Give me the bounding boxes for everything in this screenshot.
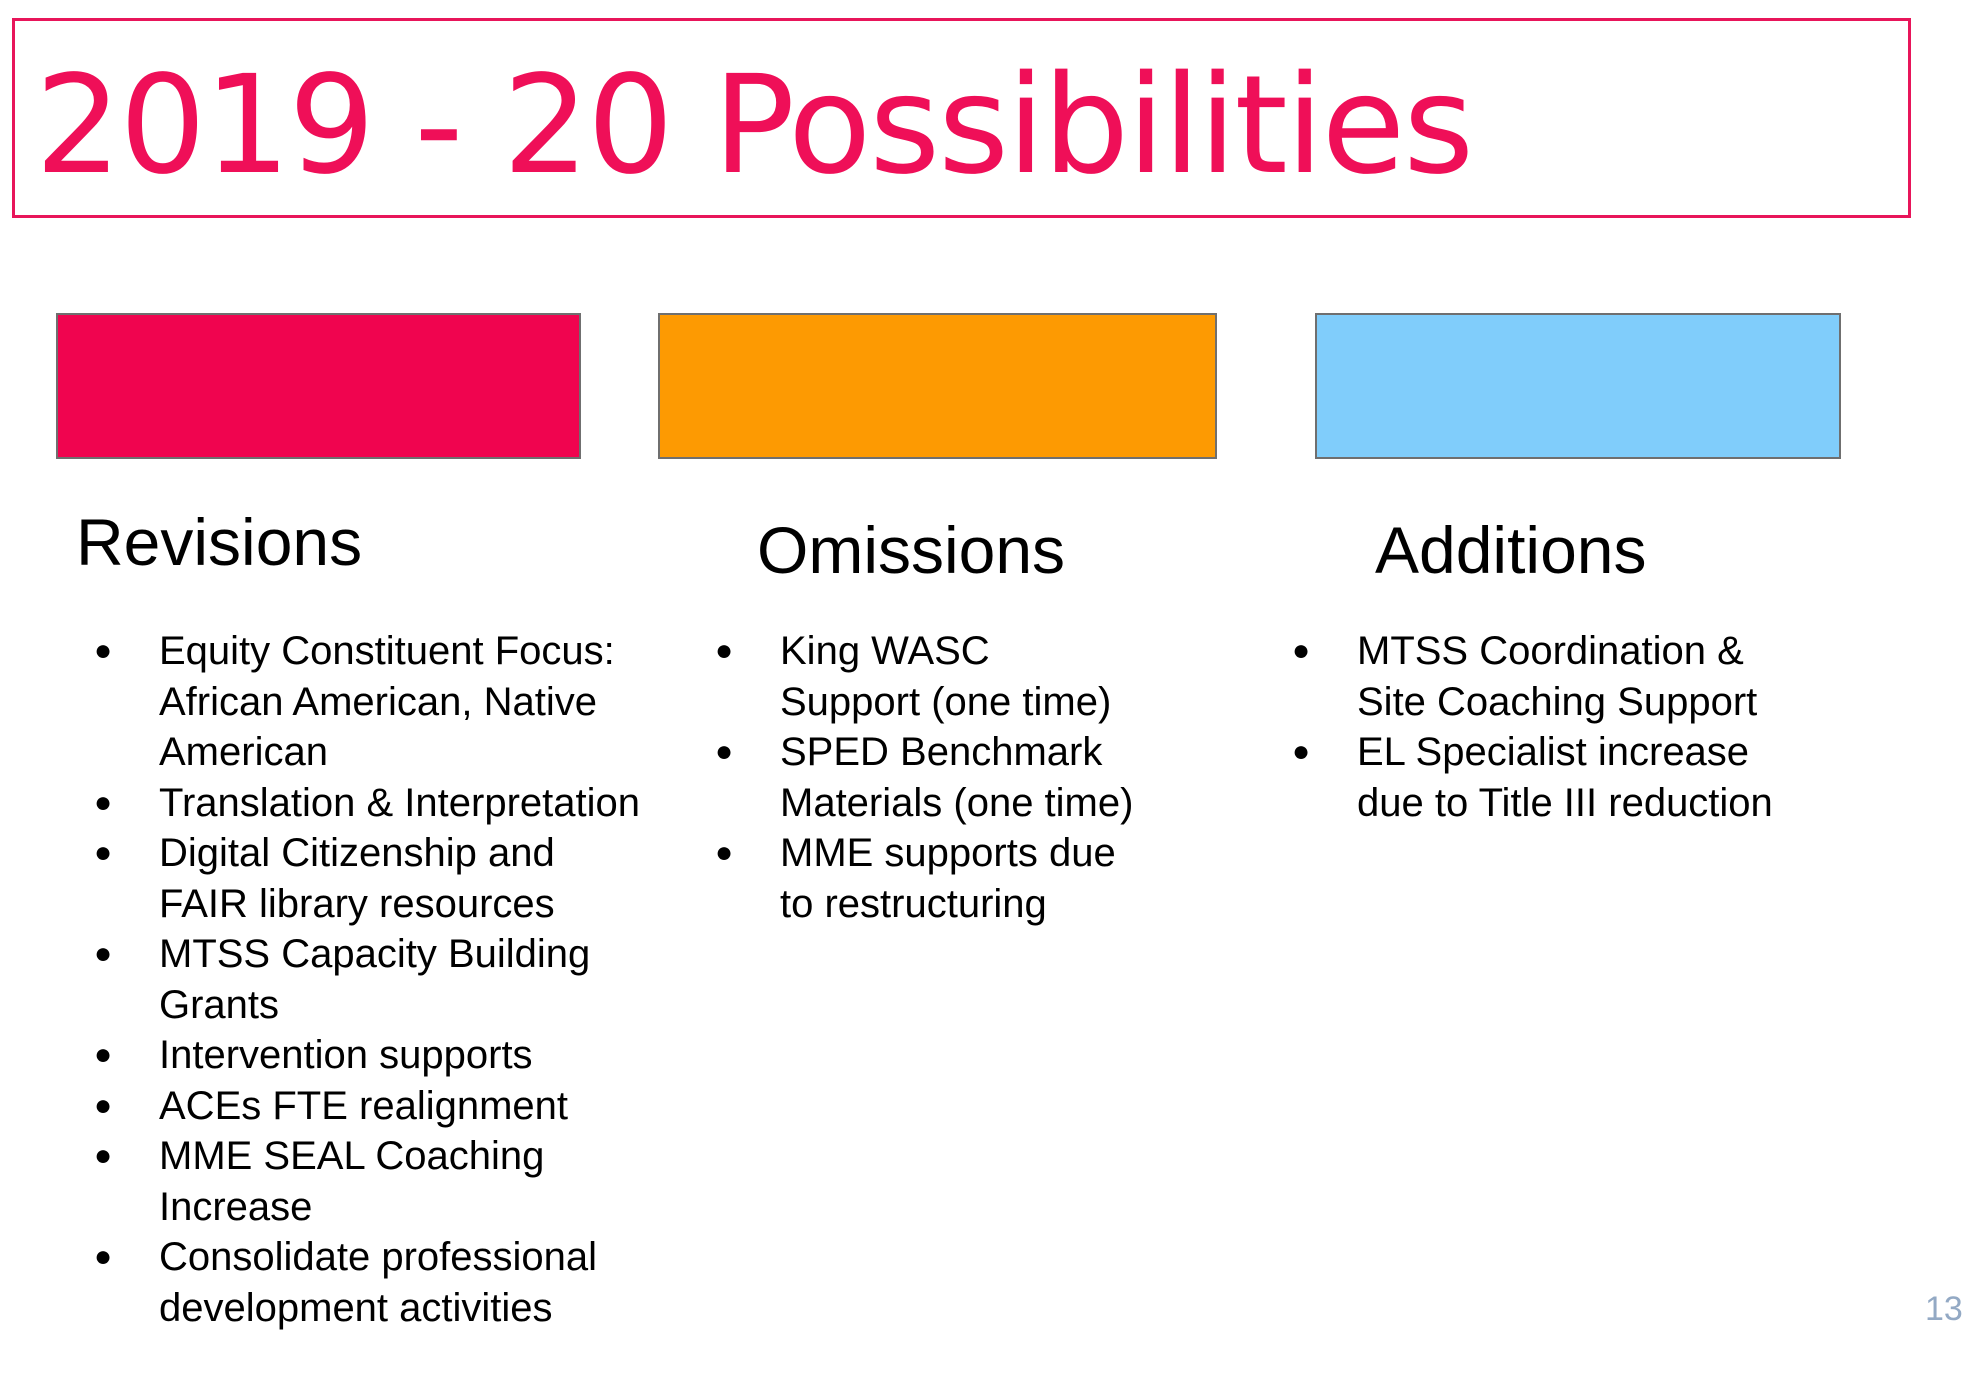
list-item: ●ACEs FTE realignment — [88, 1081, 688, 1132]
list-item: ●MME supports due to restructuring — [709, 828, 1169, 929]
list-item: ●SPED Benchmark Materials (one time) — [709, 727, 1169, 828]
bullet-icon: ● — [93, 785, 113, 819]
title-box: 2019 - 20 Possibilities — [12, 18, 1911, 218]
bullet-icon: ● — [1291, 634, 1311, 667]
bullet-icon: ● — [714, 634, 734, 667]
omissions-list: ●King WASC Support (one time) ●SPED Benc… — [709, 626, 1169, 929]
slide-title: 2019 - 20 Possibilities — [35, 47, 1474, 205]
list-item: ●MTSS Capacity Building Grants — [88, 929, 688, 1030]
revisions-list: ●Equity Constituent Focus: African Ameri… — [88, 626, 688, 1333]
bullet-icon: ● — [93, 1240, 113, 1273]
additions-heading: Additions — [1375, 513, 1647, 587]
bullet-icon: ● — [714, 735, 734, 768]
list-item: ●Consolidate professional development ac… — [88, 1232, 688, 1333]
list-item: ●MME SEAL Coaching Increase — [88, 1131, 688, 1232]
page-number: 13 — [1925, 1290, 1963, 1328]
bullet-icon: ● — [1291, 735, 1311, 768]
list-item: ●Digital Citizenship and FAIR library re… — [88, 828, 688, 929]
list-item: ●King WASC Support (one time) — [709, 626, 1169, 727]
list-item: ●Equity Constituent Focus: African Ameri… — [88, 626, 688, 778]
bullet-icon: ● — [93, 1139, 113, 1172]
list-item: ●Translation & Interpretation — [88, 778, 688, 829]
bullet-icon: ● — [93, 937, 113, 970]
additions-color-box — [1315, 313, 1841, 459]
bullet-icon: ● — [93, 1088, 113, 1122]
list-item: ●MTSS Coordination & Site Coaching Suppo… — [1286, 626, 1806, 727]
omissions-color-box — [658, 313, 1217, 459]
list-item: ●EL Specialist increase due to Title III… — [1286, 727, 1806, 828]
revisions-heading: Revisions — [76, 505, 363, 579]
revisions-color-box — [56, 313, 581, 459]
bullet-icon: ● — [93, 836, 113, 869]
bullet-icon: ● — [714, 836, 734, 869]
additions-list: ●MTSS Coordination & Site Coaching Suppo… — [1286, 626, 1806, 828]
bullet-icon: ● — [93, 634, 113, 667]
list-item: ●Intervention supports — [88, 1030, 688, 1081]
bullet-icon: ● — [93, 1038, 113, 1071]
omissions-heading: Omissions — [757, 513, 1066, 587]
